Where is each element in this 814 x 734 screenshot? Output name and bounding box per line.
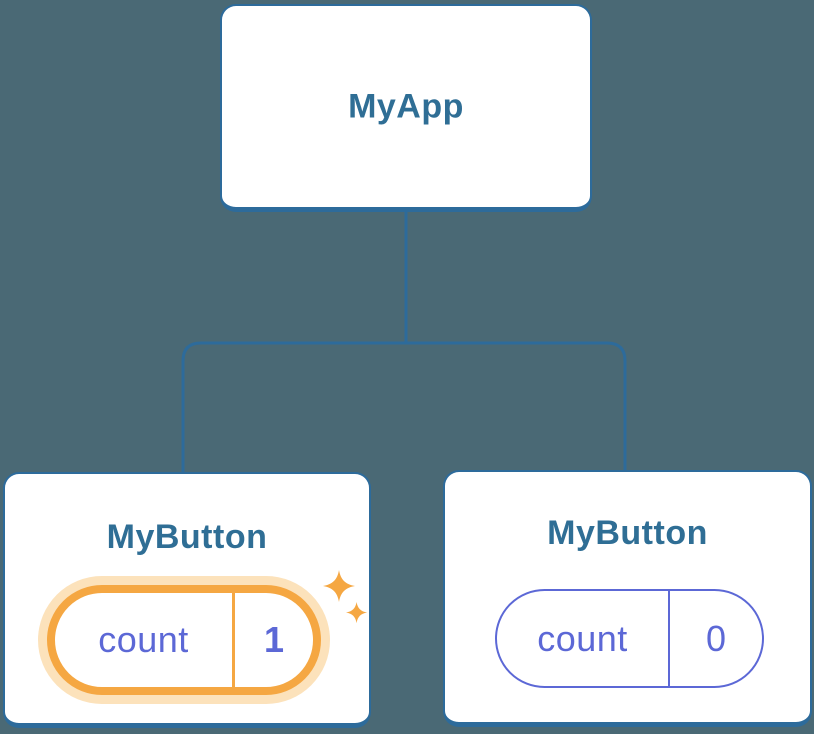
node-title: MyButton bbox=[547, 514, 708, 552]
state-key-label: count bbox=[537, 617, 628, 659]
state-value: 1 bbox=[232, 593, 313, 687]
node-myapp: MyApp bbox=[220, 4, 592, 212]
state-key-label: count bbox=[98, 619, 189, 660]
state-value: 0 bbox=[668, 591, 762, 686]
node-mybutton-right: MyButton count 0 bbox=[443, 470, 812, 727]
node-title: MyButton bbox=[106, 518, 268, 556]
state-pill-highlighted: count 1 bbox=[47, 585, 321, 695]
state-pill: count 0 bbox=[495, 589, 764, 688]
node-mybutton-left: MyButton count 1 bbox=[3, 472, 371, 728]
node-title: MyApp bbox=[348, 87, 464, 125]
